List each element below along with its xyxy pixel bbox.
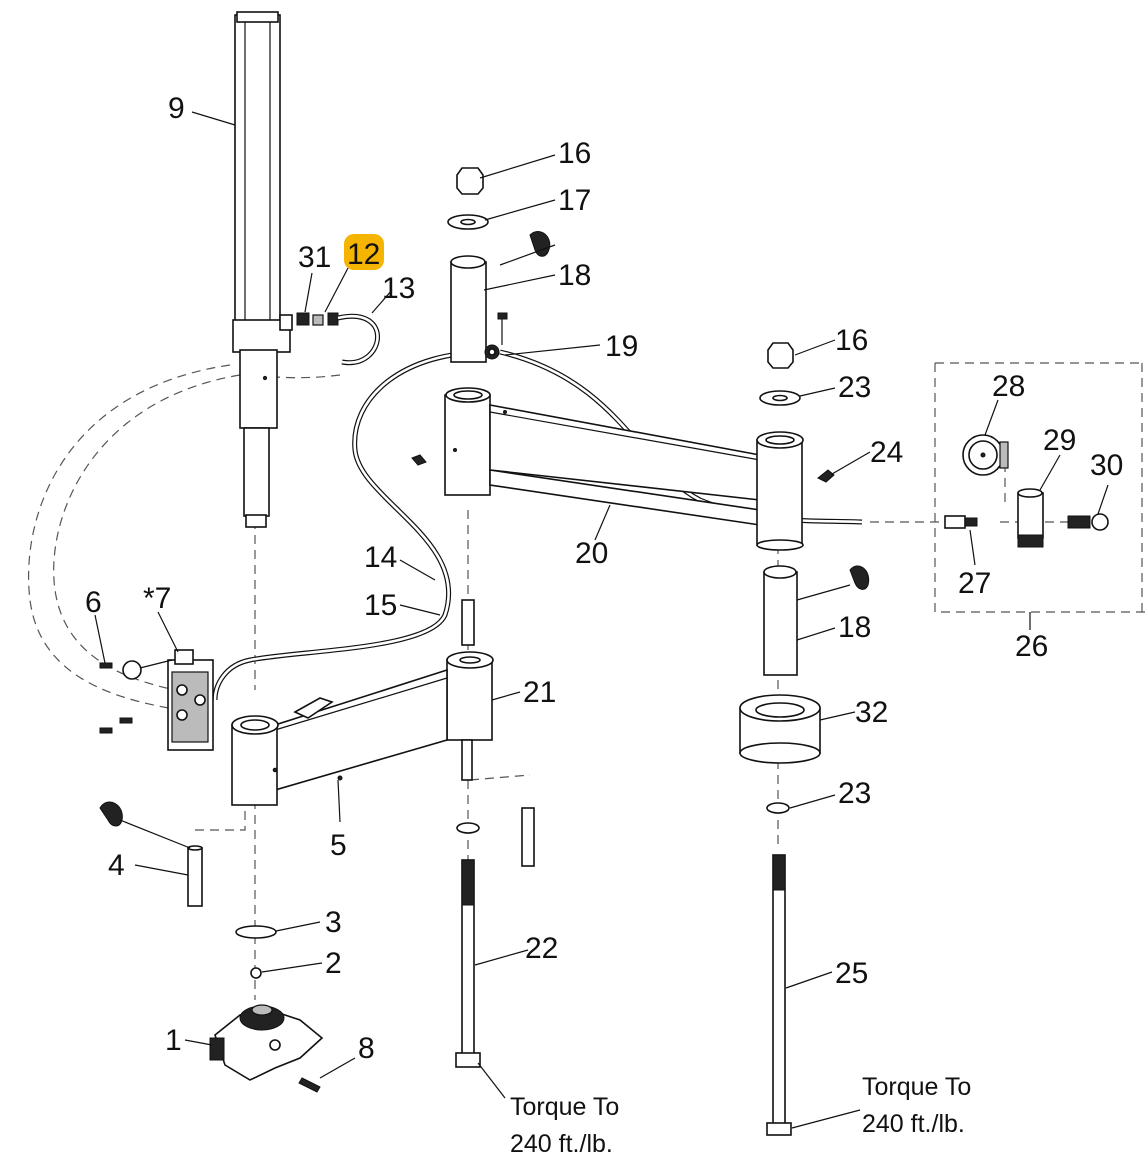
torque-note-right-line2: 240 ft./lb. <box>862 1110 965 1138</box>
label-25: 25 <box>835 957 868 990</box>
part-20-arm <box>411 387 835 551</box>
part-22-bolt <box>455 807 535 1068</box>
label-16-right: 16 <box>835 324 868 357</box>
torque-note-left-line1: Torque To <box>510 1093 619 1121</box>
label-7: *7 <box>143 582 171 615</box>
label-13: 13 <box>382 272 415 305</box>
label-6: 6 <box>85 586 102 619</box>
label-3: 3 <box>325 906 342 939</box>
label-23-lower: 23 <box>838 777 871 810</box>
part-19-hose <box>212 349 863 701</box>
part-1-2-3-8-base <box>209 925 324 1093</box>
label-4: 4 <box>108 849 125 882</box>
label-29: 29 <box>1043 424 1076 457</box>
part-7-valve <box>99 649 214 751</box>
label-22: 22 <box>525 932 558 965</box>
part-32-bearing <box>739 694 821 764</box>
label-26: 26 <box>1015 630 1048 663</box>
leader-lines <box>94 111 1109 1129</box>
label-20: 20 <box>575 537 608 570</box>
label-8: 8 <box>358 1032 375 1065</box>
torque-note-right-line1: Torque To <box>862 1073 971 1101</box>
part-labels: 9 31 12 13 16 17 18 19 16 23 24 20 14 15… <box>85 92 1123 1065</box>
part-9-column <box>232 11 293 528</box>
label-1: 1 <box>165 1024 182 1057</box>
label-12: 12 <box>347 238 380 271</box>
torque-note-left-line2: 240 ft./lb. <box>510 1130 613 1158</box>
part-25-bolt <box>766 802 792 1136</box>
part-21-lower-arm <box>231 599 494 806</box>
label-23-upper: 23 <box>838 371 871 404</box>
label-5: 5 <box>330 829 347 862</box>
label-9: 9 <box>168 92 185 125</box>
label-19: 19 <box>605 330 638 363</box>
part-31-12-fittings <box>296 312 380 366</box>
label-30: 30 <box>1090 449 1123 482</box>
part-4-pin <box>99 801 203 907</box>
label-17: 17 <box>558 184 591 217</box>
part-26-gauge-kit <box>944 434 1109 548</box>
torque-notes: Torque To 240 ft./lb. Torque To 240 ft./… <box>510 1073 971 1158</box>
label-18-upper: 18 <box>558 259 591 292</box>
label-28: 28 <box>992 370 1025 403</box>
label-15: 15 <box>364 589 397 622</box>
label-31: 31 <box>298 241 331 274</box>
highlight-part-12 <box>344 234 384 270</box>
label-18-right: 18 <box>838 611 871 644</box>
label-16-upper: 16 <box>558 137 591 170</box>
part-16-17-18-upper <box>447 167 551 363</box>
label-2: 2 <box>325 947 342 980</box>
label-21: 21 <box>523 676 556 709</box>
part-16-23-18-right <box>759 342 870 676</box>
label-32: 32 <box>855 696 888 729</box>
label-14: 14 <box>364 541 397 574</box>
label-27: 27 <box>958 567 991 600</box>
label-24: 24 <box>870 436 903 469</box>
